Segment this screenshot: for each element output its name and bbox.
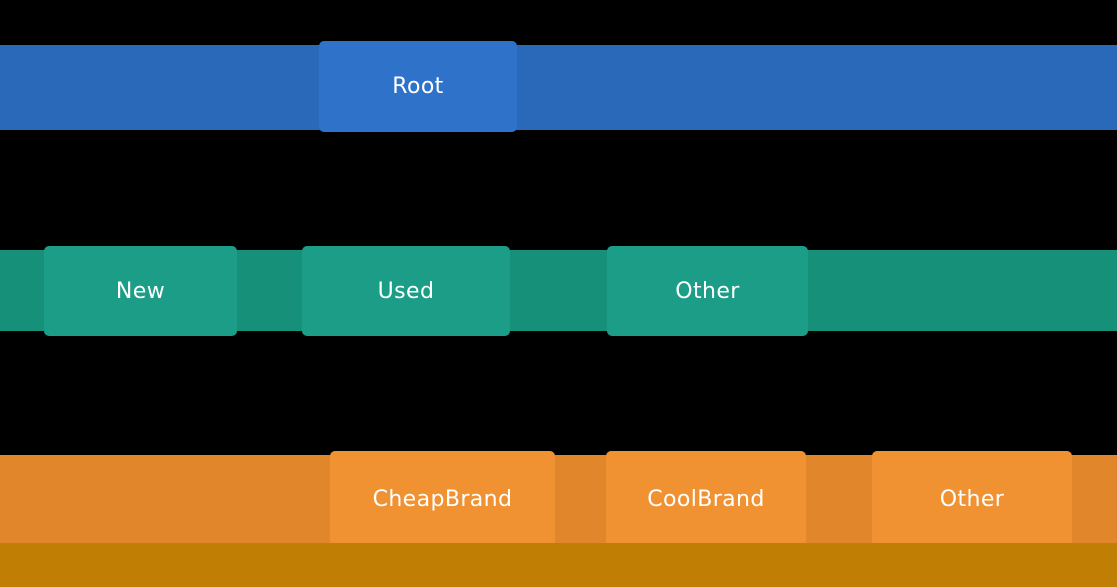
node-other[interactable]: Other — [607, 246, 808, 336]
node-coolbrand[interactable]: CoolBrand — [606, 451, 806, 547]
icicle-clipped-level-band[interactable] — [0, 543, 1117, 587]
node-label: Other — [675, 278, 740, 304]
node-root[interactable]: Root — [319, 41, 517, 132]
node-label: Other — [939, 486, 1005, 512]
node-new[interactable]: New — [44, 246, 237, 336]
node-other[interactable]: Other — [872, 451, 1072, 547]
node-label: CoolBrand — [647, 486, 765, 512]
node-used[interactable]: Used — [302, 246, 510, 336]
node-cheapbrand[interactable]: CheapBrand — [330, 451, 555, 547]
level-0-band[interactable] — [0, 45, 1117, 130]
node-label: CheapBrand — [372, 486, 513, 512]
node-label: New — [115, 278, 166, 304]
node-label: Root — [392, 74, 444, 99]
node-label: Used — [377, 278, 435, 304]
